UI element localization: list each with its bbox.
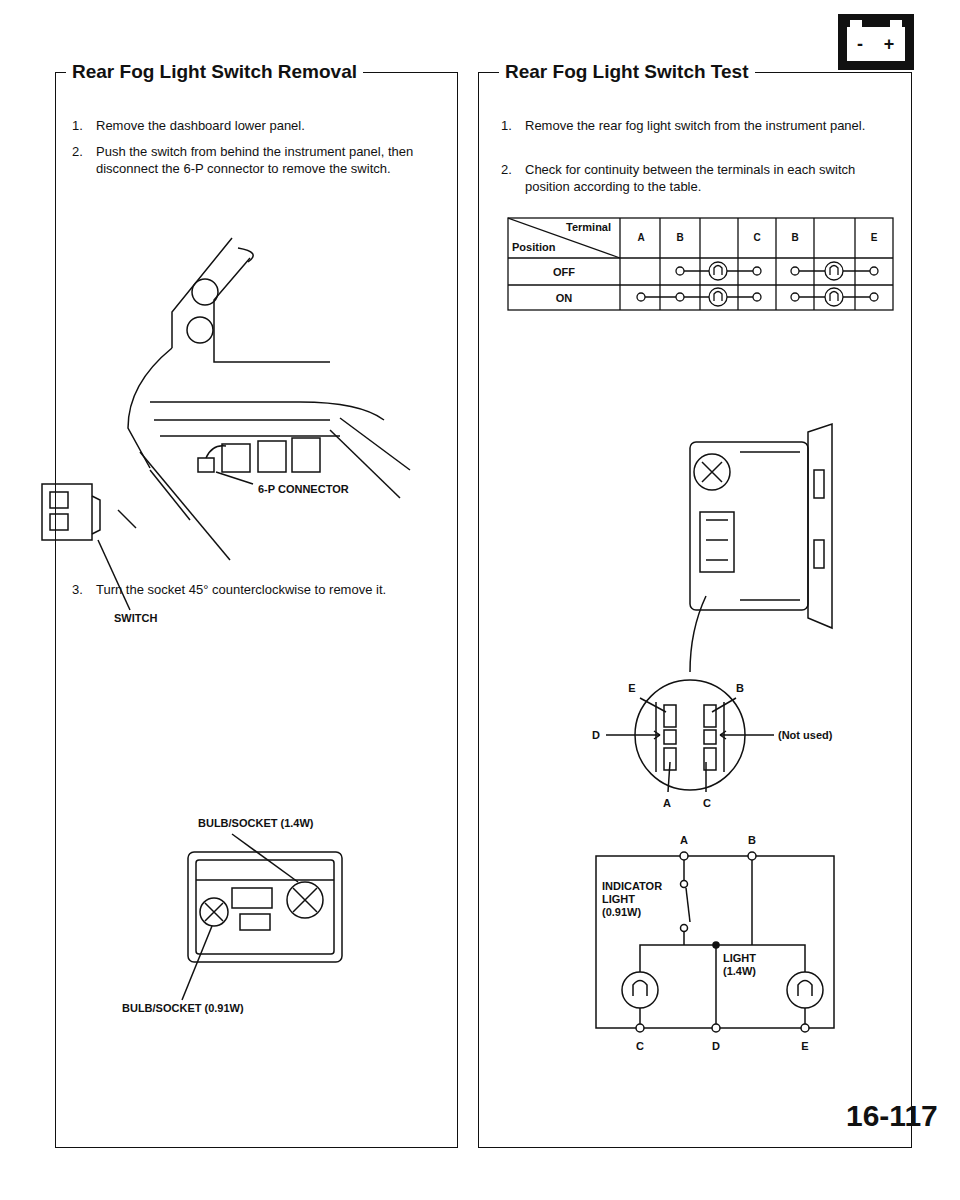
battery-sign: -	[857, 33, 863, 55]
step-text: Remove the rear fog light switch from th…	[525, 117, 900, 134]
continuity-on	[637, 288, 878, 306]
component-label: INDICATOR LIGHT (0.91W)	[602, 880, 668, 919]
dashboard-drawing	[118, 238, 410, 560]
part-name: BULB/SOCKET (0.91W)	[120, 1002, 246, 1015]
schematic	[596, 852, 834, 1032]
continuity-off	[676, 262, 878, 280]
page-number: 16-117	[846, 1098, 938, 1134]
step-number: 1.	[501, 117, 521, 134]
component-label: LIGHT (1.4W)	[723, 952, 775, 978]
terminal-name: B	[791, 232, 798, 244]
part-name: 6-P CONNECTOR	[256, 483, 351, 496]
switch-position: ON	[556, 292, 573, 305]
section-title: Rear Fog Light Switch Removal	[66, 61, 363, 83]
pin-name: D	[712, 1040, 720, 1053]
pin-name: C	[703, 797, 711, 810]
battery-icon	[838, 14, 914, 70]
switch-position: OFF	[553, 266, 575, 279]
step-number: 2.	[72, 143, 92, 160]
pin-name: A	[663, 797, 671, 810]
switch-drawing	[690, 424, 832, 672]
part-name: SWITCH	[112, 612, 159, 625]
terminal-name: E	[871, 232, 878, 244]
terminal-name: A	[637, 232, 644, 244]
step-text: Check for continuity between the termina…	[525, 161, 900, 195]
continuity-table	[508, 218, 893, 310]
pin-name: B	[748, 834, 756, 847]
step-number: 2.	[501, 161, 521, 178]
table-header: Terminal	[566, 221, 611, 234]
battery-sign: +	[884, 33, 895, 55]
step-text: Remove the dashboard lower panel.	[96, 117, 441, 134]
terminal-name: C	[753, 232, 760, 244]
step-text: Push the switch from behind the instrume…	[96, 143, 441, 177]
pin-name: A	[680, 834, 688, 847]
part-name: BULB/SOCKET (1.4W)	[196, 817, 316, 830]
pin-name: E	[801, 1040, 808, 1053]
step-text: Turn the socket 45° counterclockwise to …	[96, 581, 446, 598]
step-number: 1.	[72, 117, 92, 134]
table-header: Position	[512, 241, 555, 254]
terminal-name: B	[676, 232, 683, 244]
step-number: 3.	[72, 581, 92, 598]
pin-note: (Not used)	[778, 729, 832, 742]
connector-face	[606, 680, 774, 792]
section-title: Rear Fog Light Switch Test	[499, 61, 755, 83]
section-panel: Rear Fog Light Switch Test1.Remove the r…	[478, 72, 912, 1148]
pin-name: D	[592, 729, 600, 742]
pin-name: C	[636, 1040, 644, 1053]
pin-name: E	[628, 682, 635, 695]
bulb-socket-drawing	[182, 834, 342, 1000]
section-panel: Rear Fog Light Switch Removal1.Remove th…	[55, 72, 458, 1148]
pin-name: B	[736, 682, 744, 695]
